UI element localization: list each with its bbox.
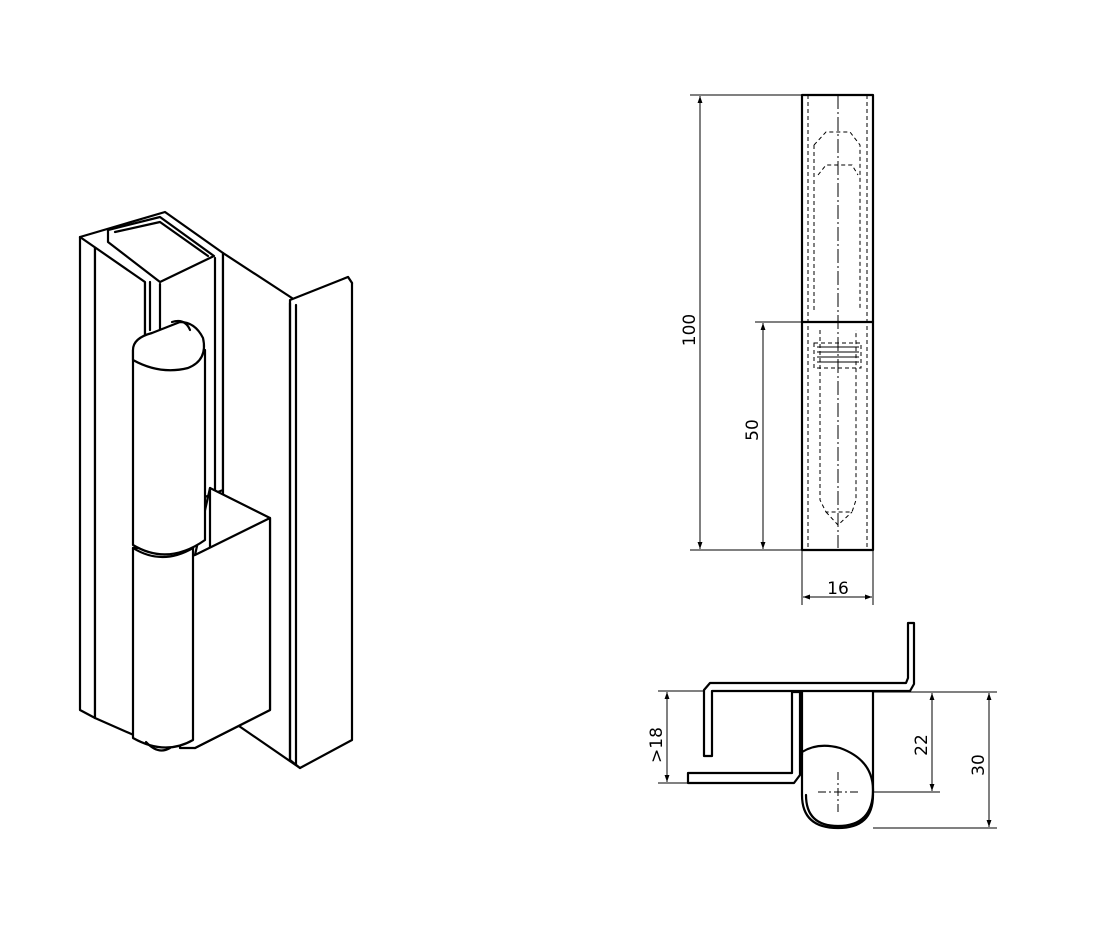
dimension-clearance: >18 bbox=[647, 690, 704, 784]
dim-label-50: 50 bbox=[743, 419, 763, 441]
upper-leaf-profile bbox=[702, 621, 916, 758]
lower-leaf-profile bbox=[686, 690, 802, 785]
dimension-50: 50 bbox=[743, 321, 802, 549]
hinge-pin bbox=[131, 348, 207, 556]
dimension-30: 30 bbox=[873, 691, 997, 829]
dim-label-22: 22 bbox=[912, 734, 932, 756]
dim-label-clearance: >18 bbox=[647, 727, 667, 763]
dimension-22: 22 bbox=[873, 691, 940, 793]
dimension-16: 16 bbox=[801, 550, 874, 605]
dim-label-16: 16 bbox=[827, 579, 849, 599]
front-elevation-view: 100 50 16 bbox=[680, 93, 875, 605]
dim-label-100: 100 bbox=[680, 314, 700, 346]
isometric-hinge-view bbox=[78, 210, 354, 770]
dim-label-30: 30 bbox=[969, 754, 989, 776]
lower-barrel bbox=[131, 546, 195, 749]
section-view: >18 22 30 bbox=[647, 621, 997, 830]
dimension-100: 100 bbox=[680, 94, 802, 551]
pin-leaf-section bbox=[800, 744, 875, 828]
left-flange bbox=[78, 235, 97, 720]
